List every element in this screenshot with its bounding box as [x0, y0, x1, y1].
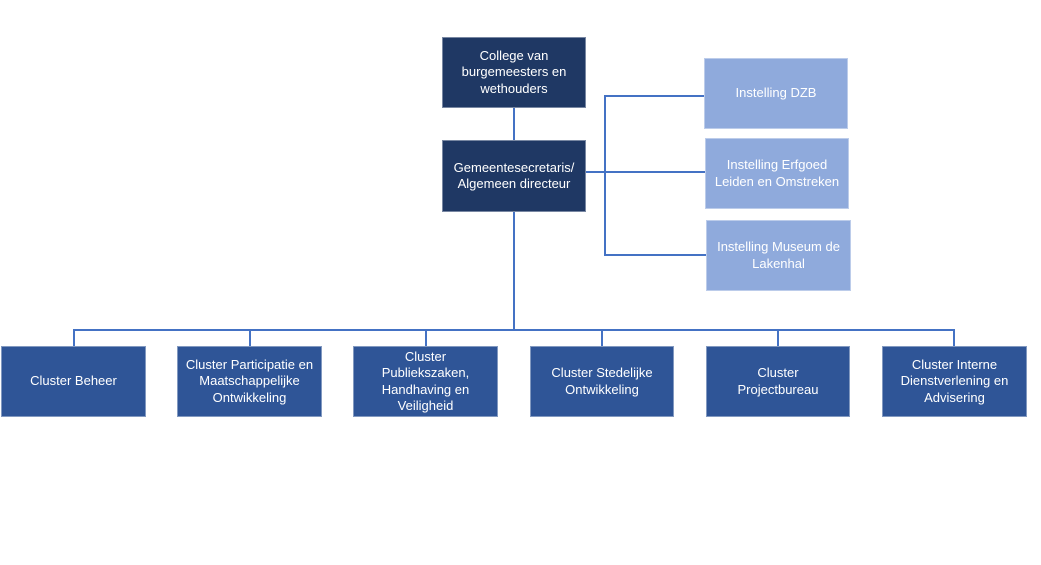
- connector-cluster-5: [777, 329, 779, 346]
- connector-cluster-2: [249, 329, 251, 346]
- connector-lakenhal: [604, 254, 706, 256]
- node-label: College van burgemeesters en wethouders: [461, 47, 567, 96]
- node-cluster-participatie: Cluster Participatie en Maatschappelijke…: [177, 346, 322, 417]
- node-label: Cluster Participatie en Maatschappelijke…: [185, 356, 314, 405]
- node-label: Instelling Erfgoed Leiden en Omstreken: [714, 157, 840, 189]
- connector-college-secretaris: [513, 108, 515, 140]
- node-cluster-beheer: Cluster Beheer: [1, 346, 146, 417]
- connector-dzb: [604, 95, 704, 97]
- node-cluster-stedelijke-ontwikkeling: Cluster Stedelijke Ontwikkeling: [530, 346, 674, 417]
- node-label: Cluster Stedelijke Ontwikkeling: [551, 365, 653, 397]
- node-college: College van burgemeesters en wethouders: [442, 37, 586, 108]
- node-cluster-projectbureau: Cluster Projectbureau: [706, 346, 850, 417]
- node-label: Cluster Publiekszaken, Handhaving en Vei…: [381, 348, 470, 414]
- node-label: Gemeentesecretaris/ Algemeen directeur: [453, 159, 575, 192]
- connector-cluster-3: [425, 329, 427, 346]
- connector-secretaris-instellingen: [586, 171, 705, 173]
- node-instelling-erfgoed: Instelling Erfgoed Leiden en Omstreken: [705, 138, 849, 209]
- node-cluster-interne-dienstverlening: Cluster Interne Dienstverlening en Advis…: [882, 346, 1027, 417]
- connector-secretaris-down: [513, 212, 515, 330]
- node-label: Cluster Projectbureau: [737, 365, 819, 397]
- node-label: Instelling DZB: [735, 85, 817, 101]
- connector-cluster-6: [953, 329, 955, 346]
- node-instelling-lakenhal: Instelling Museum de Lakenhal: [706, 220, 851, 291]
- node-label: Cluster Interne Dienstverlening en Advis…: [900, 356, 1009, 405]
- node-label: Instelling Museum de Lakenhal: [717, 239, 840, 271]
- node-label: Cluster Beheer: [30, 373, 117, 389]
- node-instelling-dzb: Instelling DZB: [704, 58, 848, 129]
- connector-cluster-bus: [73, 329, 955, 331]
- node-gemeentesecretaris: Gemeentesecretaris/ Algemeen directeur: [442, 140, 586, 212]
- node-cluster-publiekszaken: Cluster Publiekszaken, Handhaving en Vei…: [353, 346, 498, 417]
- connector-cluster-4: [601, 329, 603, 346]
- connector-instelling-bracket: [604, 96, 606, 256]
- connector-cluster-1: [73, 329, 75, 346]
